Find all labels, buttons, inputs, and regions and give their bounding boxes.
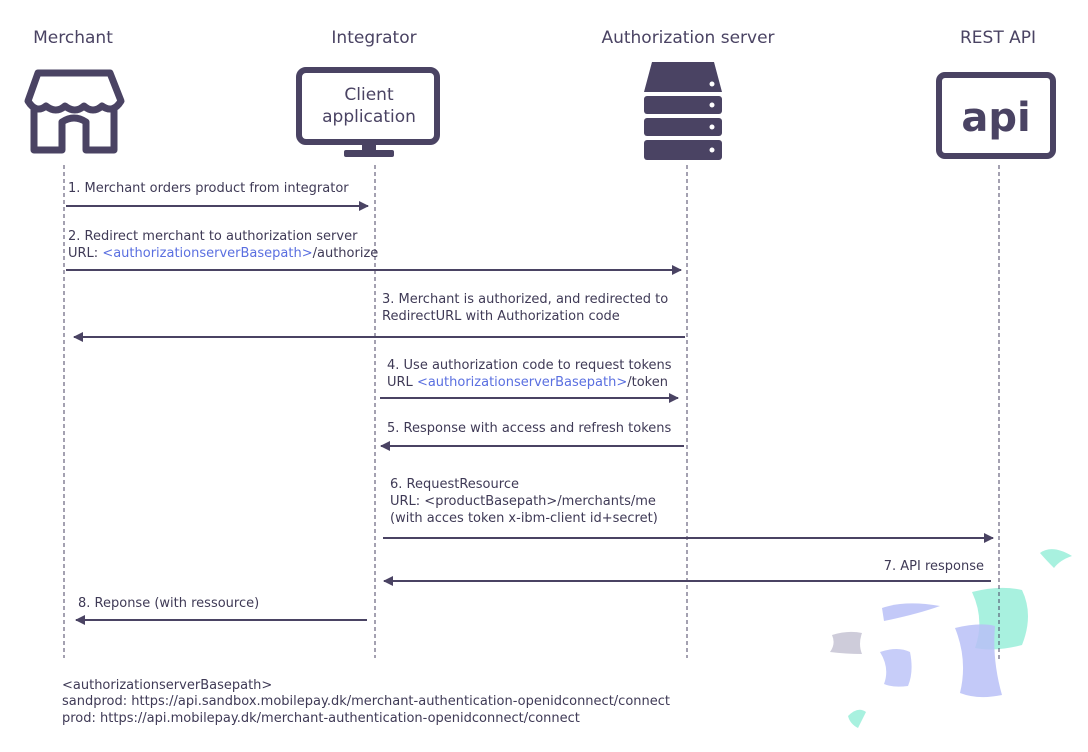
storefront-icon xyxy=(24,69,125,154)
actor-rest-api-label: REST API xyxy=(959,28,1037,48)
actor-merchant-label: Merchant xyxy=(33,28,113,48)
decorative-papers xyxy=(830,549,1072,728)
footer-basepath-heading: <authorizationserverBasepath> xyxy=(62,678,273,693)
actor-auth-server-label: Authorization server xyxy=(601,28,775,48)
message-4: 4. Use authorization code to request tok… xyxy=(387,358,672,390)
basepath-link: <authorizationserverBasepath> xyxy=(416,375,628,390)
message-2: 2. Redirect merchant to authorization se… xyxy=(68,229,379,261)
actor-integrator-label: Integrator xyxy=(331,28,417,48)
message-8: 8. Reponse (with ressource) xyxy=(78,596,260,611)
footer-sandprod-url: sandprod: https://api.sandbox.mobilepay.… xyxy=(62,694,670,709)
server-stack-icon xyxy=(644,62,722,160)
client-application-label: Client application xyxy=(310,84,428,128)
message-1: 1. Merchant orders product from integrat… xyxy=(68,181,349,196)
message-3: 3. Merchant is authorized, and redirecte… xyxy=(382,292,669,324)
lifelines xyxy=(63,165,1000,662)
message-arrows xyxy=(66,201,994,625)
message-6: 6. RequestResource URL: <productBasepath… xyxy=(390,477,658,526)
svg-text:api: api xyxy=(961,95,1030,141)
basepath-link: <authorizationserverBasepath> xyxy=(102,246,313,261)
client-label-line2: application xyxy=(322,107,416,127)
client-label-line1: Client xyxy=(344,85,394,105)
message-7: 7. API response xyxy=(883,559,984,574)
api-icon: api xyxy=(936,72,1056,159)
monitor-icon xyxy=(296,67,440,157)
message-5: 5. Response with access and refresh toke… xyxy=(387,421,672,436)
footer-prod-url: prod: https://api.mobilepay.dk/merchant-… xyxy=(62,711,580,726)
